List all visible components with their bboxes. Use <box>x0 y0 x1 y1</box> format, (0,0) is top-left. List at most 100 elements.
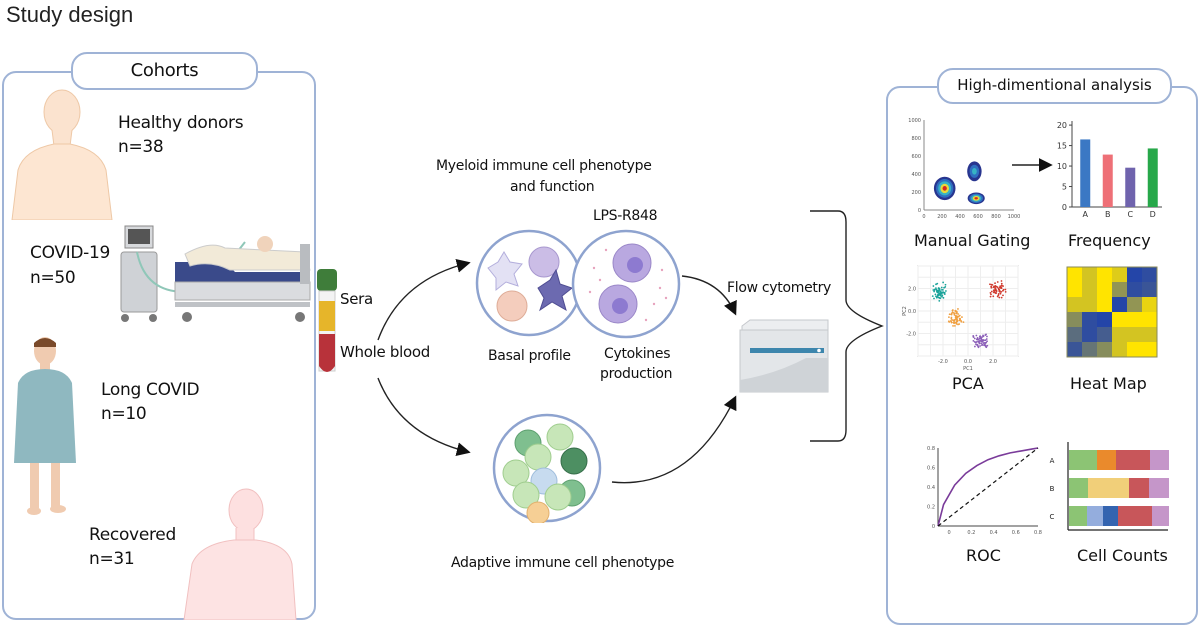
segment-A-1 <box>1069 450 1097 470</box>
pca-point-cluster-1 <box>932 285 935 287</box>
pca-point-cluster-4 <box>977 340 980 343</box>
arrow-to-adaptive <box>377 377 471 457</box>
heat-map-chart <box>1066 266 1158 358</box>
x-tick-label: 600 <box>973 214 983 220</box>
segment-C-1 <box>1069 506 1087 526</box>
pca-point-cluster-4 <box>986 344 989 347</box>
pca-point-cluster-2 <box>962 321 965 324</box>
pca-point-cluster-4 <box>976 336 979 339</box>
pca-point-cluster-1 <box>939 293 941 296</box>
heat-cell <box>1127 267 1143 283</box>
pca-point-cluster-2 <box>956 319 958 322</box>
row-label: C <box>1050 513 1055 521</box>
pca-point-cluster-1 <box>931 295 934 298</box>
pca-point-cluster-4 <box>986 340 988 343</box>
y-tick-label: 1000 <box>908 118 921 124</box>
x-tick-label: A <box>1083 210 1089 219</box>
pca-point-cluster-3 <box>996 286 999 289</box>
heat-cell <box>1097 342 1113 358</box>
pca-point-cluster-2 <box>951 311 954 314</box>
segment-B-1 <box>1069 478 1088 498</box>
pca-point-cluster-1 <box>934 293 937 296</box>
y-tick-label: 0 <box>918 208 921 214</box>
cohort-recovered-name: Recovered <box>89 525 176 545</box>
pca-point-cluster-1 <box>937 296 940 299</box>
pca-point-cluster-2 <box>948 313 951 316</box>
pca-point-cluster-1 <box>943 293 946 295</box>
pca-point-cluster-1 <box>935 289 938 292</box>
pca-point-cluster-4 <box>985 346 988 349</box>
pca-point-cluster-4 <box>978 342 981 344</box>
pca-point-cluster-3 <box>995 290 998 293</box>
pca-point-cluster-3 <box>990 293 992 296</box>
pca-point-cluster-3 <box>994 282 996 285</box>
pca-point-cluster-4 <box>973 337 976 340</box>
pca-point-cluster-4 <box>981 343 984 346</box>
density-cluster-2 <box>972 168 977 175</box>
pca-point-cluster-1 <box>944 286 947 288</box>
pca-point-cluster-1 <box>942 288 944 291</box>
pca-point-cluster-3 <box>1002 285 1004 287</box>
y-tick-label: 0 <box>1062 203 1067 212</box>
analysis-header: High-dimentional analysis <box>937 68 1172 104</box>
pca-point-cluster-3 <box>1000 296 1003 299</box>
roc-line-chance <box>937 447 1039 527</box>
pca-point-cluster-2 <box>950 313 953 316</box>
sera-label: Sera <box>340 290 373 308</box>
pca-point-cluster-4 <box>984 343 986 346</box>
figure-title: Study design <box>6 2 134 27</box>
pca-point-cluster-2 <box>954 321 957 324</box>
pca-point-cluster-2 <box>951 309 954 311</box>
pca-point-cluster-4 <box>983 341 986 344</box>
heat-border <box>1066 266 1158 358</box>
y-tick-label: 20 <box>1057 121 1067 130</box>
heat-cell <box>1112 327 1128 343</box>
pca-point-cluster-1 <box>944 283 947 286</box>
pca-point-cluster-3 <box>1000 280 1003 282</box>
pca-point-cluster-2 <box>949 320 952 322</box>
pca-point-cluster-2 <box>950 317 953 320</box>
pca-point-cluster-3 <box>994 285 997 288</box>
bar-D <box>1147 148 1158 207</box>
pca-point-cluster-1 <box>933 288 936 291</box>
heat-cell <box>1112 267 1128 283</box>
density-cluster-1 <box>942 186 947 191</box>
segment-A-3 <box>1116 450 1150 470</box>
cohorts-header: Cohorts <box>71 52 258 90</box>
pca-point-cluster-3 <box>996 281 999 283</box>
heat-cell <box>1082 267 1098 283</box>
row-label: A <box>1050 457 1055 465</box>
heat-cell <box>1067 267 1083 283</box>
flow-cytometer-icon <box>739 319 829 393</box>
x-tick-label: 400 <box>955 214 965 220</box>
x-axis-label: PC1 <box>963 366 973 372</box>
pca-point-cluster-2 <box>959 317 961 320</box>
pca-point-cluster-2 <box>954 314 957 317</box>
heat-cell <box>1127 312 1143 328</box>
pca-point-cluster-1 <box>935 295 937 298</box>
cohort-long-covid-name: Long COVID <box>101 380 200 400</box>
heat-cell <box>1067 312 1083 328</box>
cytokines-label-line1: Cytokines <box>604 346 671 362</box>
cell-counts-chart: ABC <box>1050 442 1169 531</box>
pca-point-cluster-4 <box>982 335 985 338</box>
x-tick-label: D <box>1150 210 1156 219</box>
pca-point-cluster-2 <box>948 321 951 323</box>
pca-point-cluster-1 <box>933 297 935 300</box>
segment-A-2 <box>1097 450 1116 470</box>
density-cluster-3 <box>974 197 978 200</box>
pca-point-cluster-2 <box>952 325 954 327</box>
heat-cell <box>1127 327 1143 343</box>
pca-point-cluster-2 <box>954 309 957 312</box>
pca-point-cluster-2 <box>952 321 955 324</box>
pca-point-cluster-2 <box>948 316 950 319</box>
heat-cell <box>1127 297 1143 313</box>
pca-point-cluster-1 <box>935 296 938 299</box>
heat-cell <box>1082 327 1098 343</box>
pca-point-cluster-3 <box>992 291 995 294</box>
pca-point-cluster-2 <box>960 320 963 323</box>
x-tick-label: 0.8 <box>1034 530 1042 536</box>
